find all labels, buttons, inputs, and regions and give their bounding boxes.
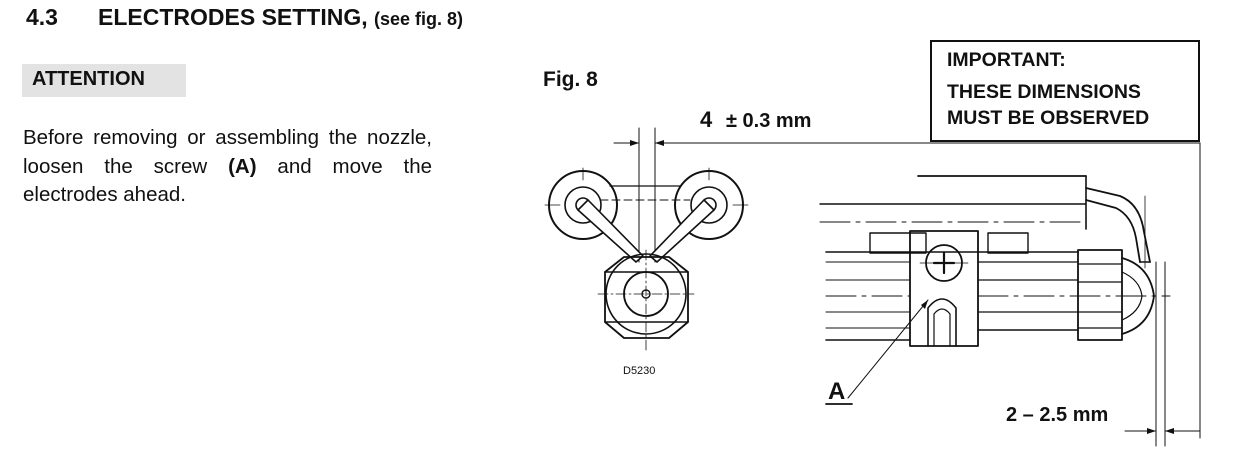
gap-dimension-value: 4: [700, 107, 713, 132]
attention-text: Before removing or assembling the nozzle…: [23, 124, 432, 210]
gap-dimension-tolerance: ± 0.3 mm: [726, 110, 811, 132]
tip-dimension: [1124, 142, 1201, 447]
drawing-code: D5230: [623, 365, 655, 377]
attention-text-start: Before removing or assembling the nozzle…: [23, 126, 432, 178]
important-notice: IMPORTANT: THESE DIMENSIONS MUST BE OBSE…: [930, 40, 1200, 142]
important-line-2: MUST BE OBSERVED: [947, 107, 1150, 129]
attention-text-end: and move the electrodes ahead.: [23, 154, 433, 207]
section-title: ELECTRODES SETTING,: [98, 4, 368, 30]
attention-label: ATTENTION: [22, 64, 186, 97]
section-number: 4.3: [26, 4, 58, 30]
screw-label: A: [828, 378, 845, 405]
figure-label: Fig. 8: [543, 68, 598, 91]
side-view: [819, 175, 1171, 405]
section-figure-reference: (see fig. 8): [374, 9, 464, 29]
important-title: IMPORTANT:: [947, 49, 1066, 71]
front-view: D5230: [544, 127, 1201, 377]
section-heading: 4.3 ELECTRODES SETTING, (see fig. 8): [26, 4, 463, 31]
important-line-1: THESE DIMENSIONS: [947, 81, 1141, 103]
tip-dimension-label: 2 – 2.5 mm: [1006, 404, 1108, 426]
screw-reference: (A): [228, 154, 257, 178]
